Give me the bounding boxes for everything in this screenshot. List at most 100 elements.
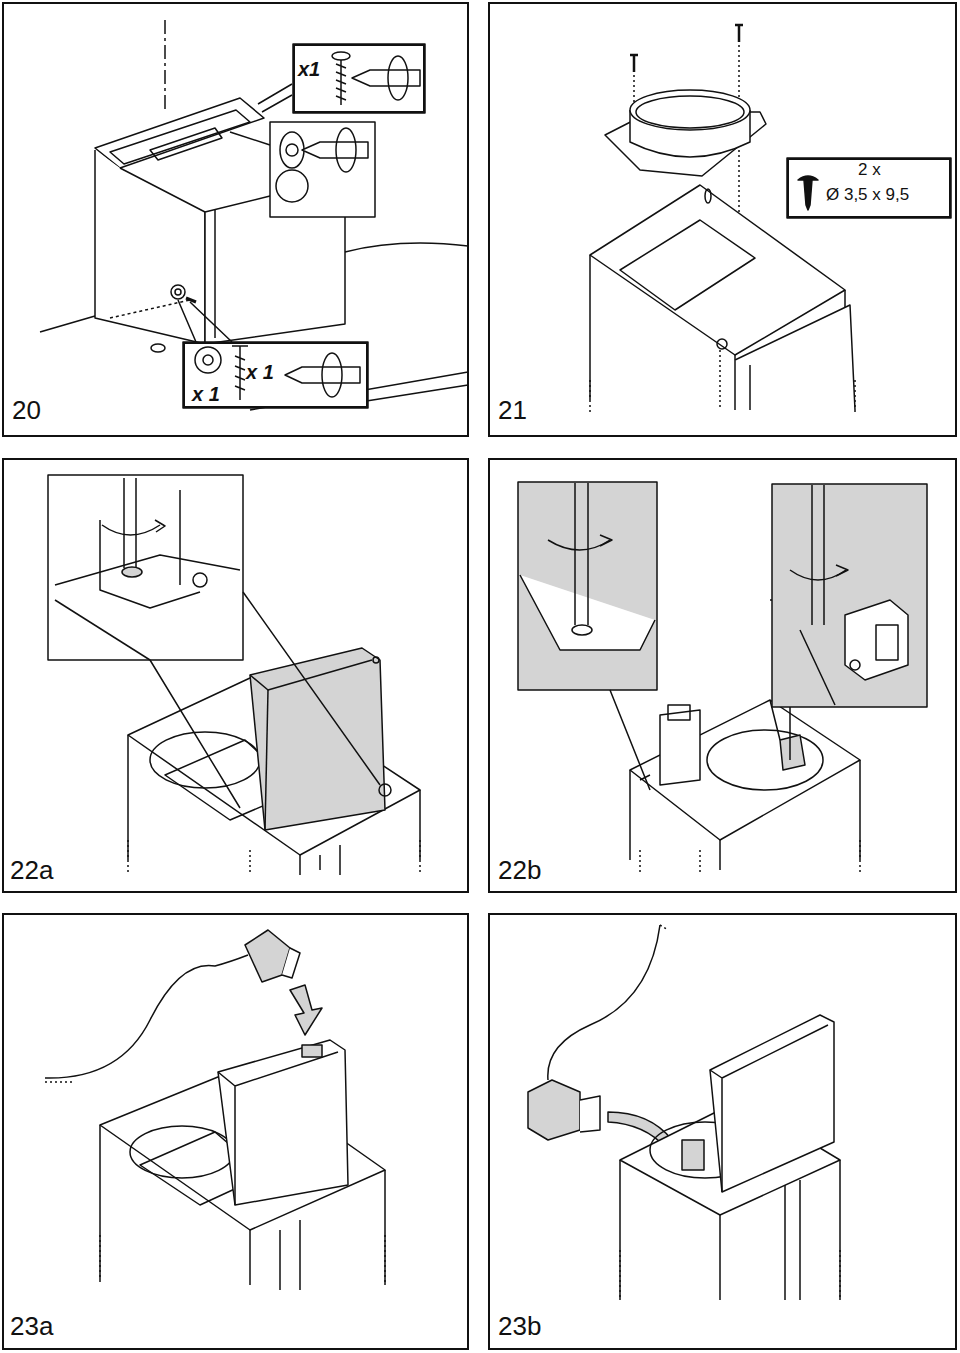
electrical-box-illustration xyxy=(876,625,898,660)
cabinet-illustration xyxy=(164,20,166,110)
motor-housing-illustration xyxy=(250,660,372,690)
step-number: 23a xyxy=(10,1312,53,1341)
callout-icons xyxy=(183,44,425,408)
callout-icons xyxy=(280,132,304,168)
motor-housing-illustration xyxy=(122,567,142,577)
quantity-label: x 1 xyxy=(246,361,274,383)
motor-housing-illustration xyxy=(179,490,181,585)
screw-icon xyxy=(787,158,951,218)
collar-illustration xyxy=(630,90,750,130)
callout-icons xyxy=(232,346,248,400)
step-panel: 22a xyxy=(2,458,469,893)
plug-in-illustration xyxy=(45,930,385,1290)
collar-illustration xyxy=(735,305,855,410)
electrical-box-illustration xyxy=(668,705,690,720)
motor-housing-illustration xyxy=(100,520,200,608)
step-number: 23b xyxy=(498,1312,541,1341)
electrical-box-illustration xyxy=(850,660,860,670)
callout-icons xyxy=(203,355,213,365)
callout-icons xyxy=(293,44,425,113)
collar-illustration xyxy=(719,350,721,410)
electrical-box-illustration xyxy=(572,625,592,635)
screw-icon xyxy=(787,158,951,218)
quantity-callout: x1 xyxy=(293,44,425,113)
step-number: 21 xyxy=(498,396,527,425)
plug-in-illustration xyxy=(785,1180,800,1300)
motor-housing-illustration xyxy=(48,475,420,875)
motor-housing-illustration xyxy=(265,690,268,830)
cabinet-illustration xyxy=(95,150,205,344)
callout-icons xyxy=(276,170,308,202)
motor-housing-illustration xyxy=(320,845,340,875)
motor-housing-illustration xyxy=(379,784,391,796)
motor-housing-illustration xyxy=(155,520,165,532)
step-panel: 20 x1 x 1 x 1 xyxy=(2,2,469,437)
cabinet-illustration xyxy=(230,132,270,145)
plug-in-illustration xyxy=(710,1015,834,1192)
motor-housing-illustration xyxy=(102,525,160,535)
cabinet-illustration xyxy=(110,110,250,164)
cabinet-illustration xyxy=(40,20,468,410)
electrical-box-illustration xyxy=(780,735,805,770)
collar-illustration xyxy=(630,55,638,72)
cabinet-illustration xyxy=(205,196,345,344)
electrical-box-illustration xyxy=(836,565,848,576)
plug-in-illustration xyxy=(580,1096,600,1132)
electrical-box-illustration xyxy=(610,690,790,790)
collar-illustration xyxy=(705,189,711,203)
callout-icons xyxy=(270,122,375,217)
quantity-label: x 1 xyxy=(192,383,220,405)
step-panel: 21 2 x Ø 3,5 x 9,5 xyxy=(488,2,957,437)
step-panel: 22b xyxy=(488,458,957,893)
electrical-box-illustration xyxy=(640,840,860,875)
electrical-box-illustration xyxy=(600,535,612,546)
motor-housing-illustration xyxy=(55,600,150,660)
plug-in-illustration xyxy=(290,985,322,1035)
step-panel: 23b xyxy=(488,913,957,1350)
collar-illustration xyxy=(636,96,744,128)
callout-icons xyxy=(388,56,408,100)
cabinet-illustration xyxy=(178,300,232,342)
quantity-label: x1 xyxy=(298,58,320,80)
electrical-box-illustration xyxy=(630,700,860,840)
plug-in-illustration xyxy=(100,1235,385,1285)
step-number: 22b xyxy=(498,856,541,885)
screw-icon xyxy=(804,180,812,210)
callout-icons xyxy=(183,342,368,408)
plug-in-illustration xyxy=(130,1126,234,1178)
collar-illustration xyxy=(735,25,743,42)
cabinet-illustration xyxy=(360,385,468,402)
step-number: 20 xyxy=(12,396,41,425)
screw-spec: Ø 3,5 x 9,5 xyxy=(826,186,909,205)
step-panel: 23a xyxy=(2,913,469,1350)
electrical-box-illustration xyxy=(812,485,824,625)
motor-housing-illustration xyxy=(128,840,420,875)
plug-in-illustration xyxy=(660,925,668,930)
electrical-box-illustration xyxy=(640,700,780,780)
cabinet-illustration xyxy=(214,210,216,338)
motor-housing-illustration xyxy=(373,657,379,663)
screw-spec-callout: 2 x Ø 3,5 x 9,5 xyxy=(787,158,951,218)
plug-in-illustration xyxy=(280,1220,300,1290)
collar-illustration xyxy=(749,365,751,410)
screw-spec: 2 x xyxy=(858,161,881,180)
electrical-box-illustration xyxy=(518,482,927,875)
cabinet-illustration xyxy=(110,300,190,318)
plug-in-illustration xyxy=(620,1250,840,1300)
step-number: 22a xyxy=(10,856,53,885)
callout-icons xyxy=(352,70,420,86)
collar-illustration xyxy=(620,220,755,310)
electrical-box-illustration xyxy=(845,600,908,680)
collar-illustration xyxy=(717,339,727,349)
plug-in-illustration xyxy=(45,955,248,1078)
motor-housing-illustration xyxy=(55,555,240,585)
electrical-box-illustration xyxy=(518,482,657,690)
electrical-box-illustration xyxy=(575,483,588,625)
callout-icons xyxy=(302,142,368,158)
callout-icons xyxy=(336,128,356,172)
electrical-box-illustration xyxy=(660,710,700,785)
electrical-box-illustration xyxy=(800,630,835,705)
motor-housing-illustration xyxy=(193,573,207,587)
